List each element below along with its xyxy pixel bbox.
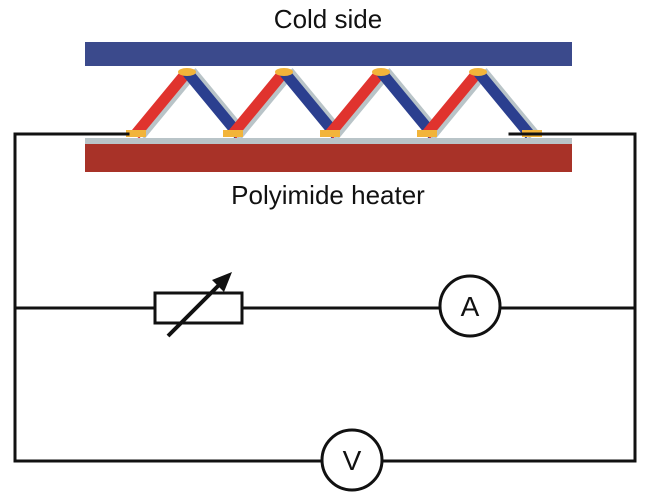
ammeter: A [438, 274, 502, 338]
voltmeter-label: V [343, 445, 362, 476]
circuit-wires [13, 132, 637, 463]
heater-label: Polyimide heater [231, 180, 425, 210]
bottom-contact-pad [320, 130, 340, 137]
p-type-leg [227, 68, 289, 139]
top-contact-pad [469, 68, 487, 76]
n-type-leg [376, 68, 438, 139]
p-type-leg [421, 68, 483, 139]
voltmeter: V [320, 428, 384, 492]
n-type-leg [182, 68, 244, 139]
polyimide-heater-plate [85, 144, 572, 172]
bottom-contact-pad [223, 130, 243, 137]
ammeter-label: A [461, 291, 480, 322]
variable-arrow-line [166, 280, 224, 338]
cold-side-plate [85, 42, 572, 66]
bottom-contact-pad [126, 130, 146, 137]
cold-side-label: Cold side [274, 4, 382, 34]
ammeter-icon [438, 274, 502, 338]
n-type-leg [473, 68, 535, 139]
top-contact-pad [178, 68, 196, 76]
n-type-leg [279, 68, 341, 139]
outer-left-wire [13, 132, 324, 463]
variable-arrow-head-icon [212, 272, 232, 292]
top-contact-pad [372, 68, 390, 76]
thermoelectric-legs [126, 68, 542, 139]
top-contact-pad [275, 68, 293, 76]
outer-right-wire [380, 132, 637, 463]
p-type-leg [324, 68, 386, 139]
p-type-leg [130, 68, 192, 139]
variable-resistor [153, 272, 244, 338]
substrate-strip [85, 138, 572, 144]
bottom-contact-pad [417, 130, 437, 137]
voltmeter-icon [320, 428, 384, 492]
